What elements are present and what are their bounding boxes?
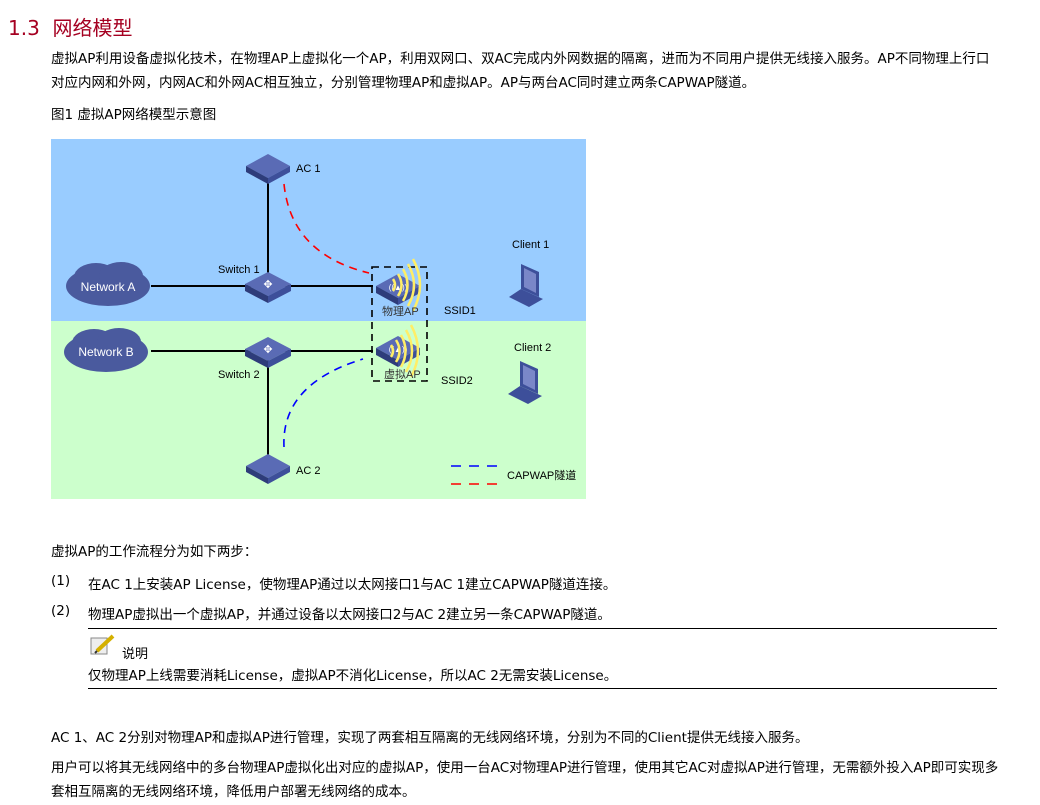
paragraph: 用户可以将其无线网络中的多台物理AP虚拟化出对应的虚拟AP，使用一台AC对物理A… xyxy=(51,760,999,800)
ssid2-label: SSID2 xyxy=(441,375,473,387)
ac-device-icon xyxy=(246,154,290,184)
laptop-icon xyxy=(509,264,543,307)
physical-ap-label: 物理AP xyxy=(382,304,419,318)
laptop-icon xyxy=(508,361,542,404)
switch1-label: Switch 1 xyxy=(218,264,260,276)
legend-label: CAPWAP隧道 xyxy=(507,468,576,482)
note-top-rule xyxy=(88,628,997,629)
cloud-icon xyxy=(66,262,150,306)
figure-caption: 图1 虚拟AP网络模型示意图 xyxy=(51,107,217,123)
ac-device-icon xyxy=(246,454,290,484)
step-text: 在AC 1上安装AP License，使物理AP通过以太网接口1与AC 1建立C… xyxy=(88,577,617,593)
virtual-ap-label: 虚拟AP xyxy=(384,367,421,381)
wifi-signal-icon xyxy=(391,258,422,312)
client1-label: Client 1 xyxy=(512,239,549,251)
capwap-tunnel-red xyxy=(283,183,370,274)
svg-text:((▲)): ((▲)) xyxy=(389,283,408,292)
svg-text:✥: ✥ xyxy=(263,279,272,291)
ap-group-box xyxy=(371,266,428,382)
network-b-label: Network B xyxy=(78,345,133,359)
capwap-tunnel-blue xyxy=(283,358,364,448)
section-heading: 1.3 网络模型 xyxy=(8,16,133,40)
wifi-signal-icon xyxy=(389,324,420,378)
switch-icon: ✥ xyxy=(245,337,291,368)
steps-intro: 虚拟AP的工作流程分为如下两步： xyxy=(51,544,258,560)
note-text: 仅物理AP上线需要消耗License，虚拟AP不消化License，所以AC 2… xyxy=(88,668,618,684)
step-number: (2) xyxy=(51,603,71,619)
client2-label: Client 2 xyxy=(514,342,551,354)
ssid1-label: SSID1 xyxy=(444,305,476,317)
network-a-label: Network A xyxy=(81,280,136,294)
paragraph: AC 1、AC 2分别对物理AP和虚拟AP进行管理，实现了两套相互隔离的无线网络… xyxy=(51,730,809,746)
note-bottom-rule xyxy=(88,688,997,689)
cloud-icon xyxy=(64,328,148,372)
note-pencil-icon xyxy=(90,634,115,655)
ac1-label: AC 1 xyxy=(296,163,320,175)
switch2-label: Switch 2 xyxy=(218,369,260,381)
step-number: (1) xyxy=(51,573,71,589)
switch-icon: ✥ xyxy=(245,272,291,303)
step-text: 物理AP虚拟出一个虚拟AP，并通过设备以太网接口2与AC 2建立另一条CAPWA… xyxy=(88,607,611,623)
note-label: 说明 xyxy=(122,647,149,662)
svg-text:✥: ✥ xyxy=(263,344,272,356)
intro-paragraph: 虚拟AP利用设备虚拟化技术，在物理AP上虚拟化一个AP，利用双网口、双AC完成内… xyxy=(51,51,990,91)
ac2-label: AC 2 xyxy=(296,465,320,477)
network-diagram: Network A Network B ✥ ✥ ((▲)) ((▲)) AC 1… xyxy=(51,139,586,499)
